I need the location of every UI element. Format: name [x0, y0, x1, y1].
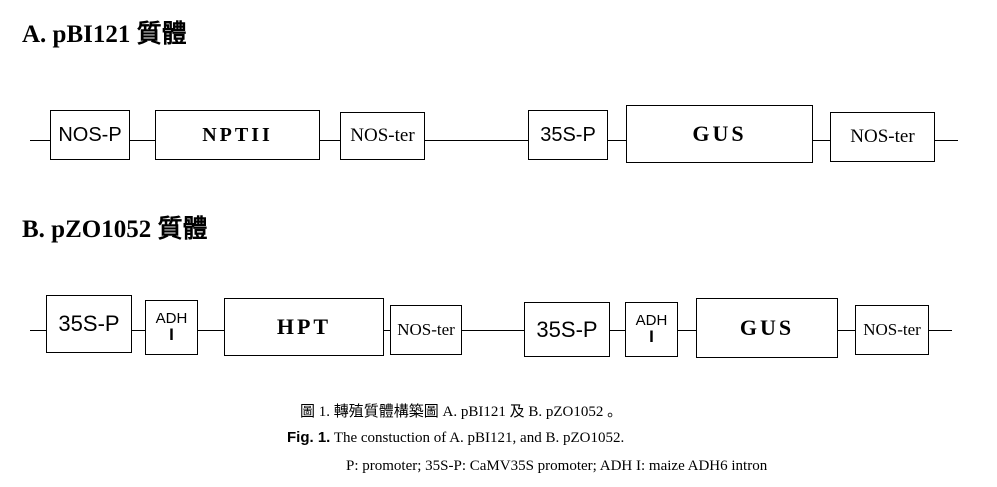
diagram-a-nos-promoter-box: NOS-P — [50, 110, 130, 160]
diagram-a-nos-terminator-2-box: NOS-ter — [830, 112, 935, 162]
caption-english-text: The constuction of A. pBI121, and B. pZO… — [333, 430, 625, 446]
diagram-b-adh-intron-box: ADH I — [145, 300, 198, 355]
diagram-a-title: A. pBI121 質體 — [22, 21, 187, 48]
diagram-b-adh-intron-2-box: ADH I — [625, 302, 678, 357]
diagram-b-backbone-line — [30, 330, 952, 331]
adh-label: ADH — [155, 309, 188, 327]
diagram-a-35s-promoter-box: 35S-P — [528, 110, 608, 160]
caption-abbreviations: P: promoter; 35S-P: CaMV35S promoter; AD… — [346, 458, 768, 474]
adh-label: ADH — [635, 311, 668, 329]
diagram-a-gus-box: GUS — [626, 105, 813, 163]
caption-chinese: 圖 1. 轉殖質體構築圖 A. pBI121 及 B. pZO1052 。 — [300, 404, 623, 420]
adh-intron-numeral: I — [169, 325, 174, 345]
diagram-b-nos-terminator-2-box: NOS-ter — [855, 305, 929, 355]
caption-english: Fig. 1. The constuction of A. pBI121, an… — [287, 429, 624, 447]
diagram-a-nptii-box: NPTII — [155, 110, 320, 160]
adh-intron-numeral: I — [649, 327, 654, 347]
diagram-b-nos-terminator-box: NOS-ter — [390, 305, 462, 355]
diagram-a-backbone-line — [30, 140, 958, 141]
diagram-b-title: B. pZO1052 質體 — [22, 216, 208, 243]
diagram-b-gus-box: GUS — [696, 298, 838, 358]
diagram-b-35s-promoter-box: 35S-P — [46, 295, 132, 353]
figure-label: Fig. 1. — [287, 429, 331, 446]
diagram-b-hpt-box: HPT — [224, 298, 384, 356]
diagram-a-nos-terminator-box: NOS-ter — [340, 112, 425, 160]
diagram-b-35s-promoter-2-box: 35S-P — [524, 302, 610, 357]
